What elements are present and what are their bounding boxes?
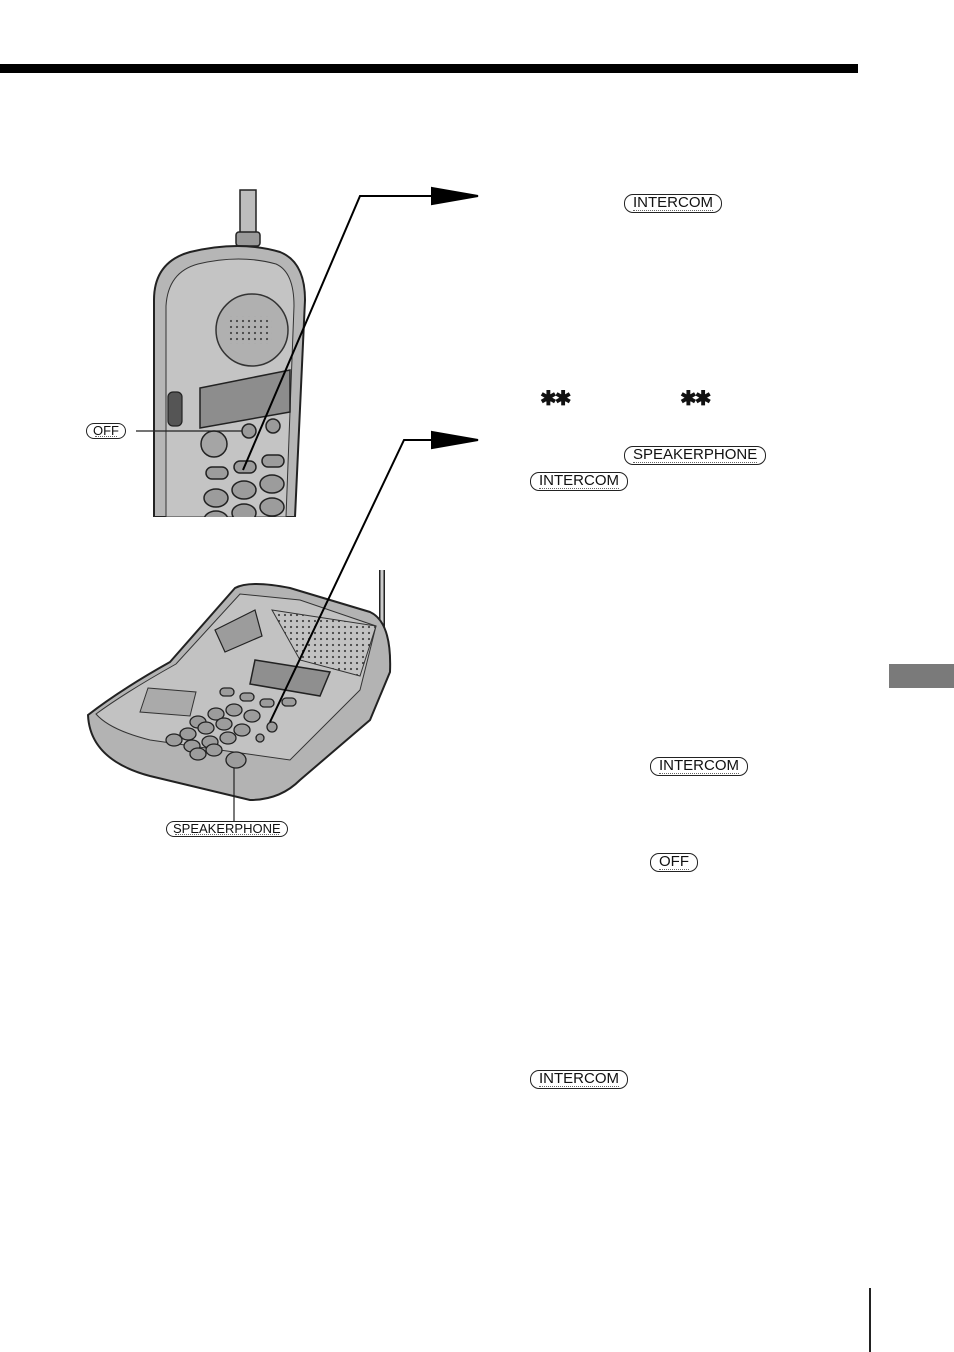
speakerphone-key-label: SPEAKERPHONE bbox=[166, 821, 288, 837]
handset-drawing bbox=[136, 189, 310, 537]
intercom-key-2: INTERCOM bbox=[530, 472, 628, 491]
off-key-label: OFF bbox=[86, 423, 126, 439]
star-symbol-right: ✱✱ bbox=[680, 388, 711, 410]
section-tab bbox=[889, 664, 954, 688]
pointer-arrows bbox=[242, 186, 479, 723]
base-unit-drawing bbox=[86, 570, 392, 822]
top-rule bbox=[0, 64, 858, 73]
page-edge-rule bbox=[869, 1288, 871, 1352]
off-key-1: OFF bbox=[650, 853, 698, 872]
intercom-key-3: INTERCOM bbox=[650, 757, 748, 776]
intercom-key-1: INTERCOM bbox=[624, 194, 722, 213]
star-symbol-left: ✱✱ bbox=[540, 388, 571, 410]
intercom-key-4: INTERCOM bbox=[530, 1070, 628, 1089]
speakerphone-key-1: SPEAKERPHONE bbox=[624, 446, 767, 465]
